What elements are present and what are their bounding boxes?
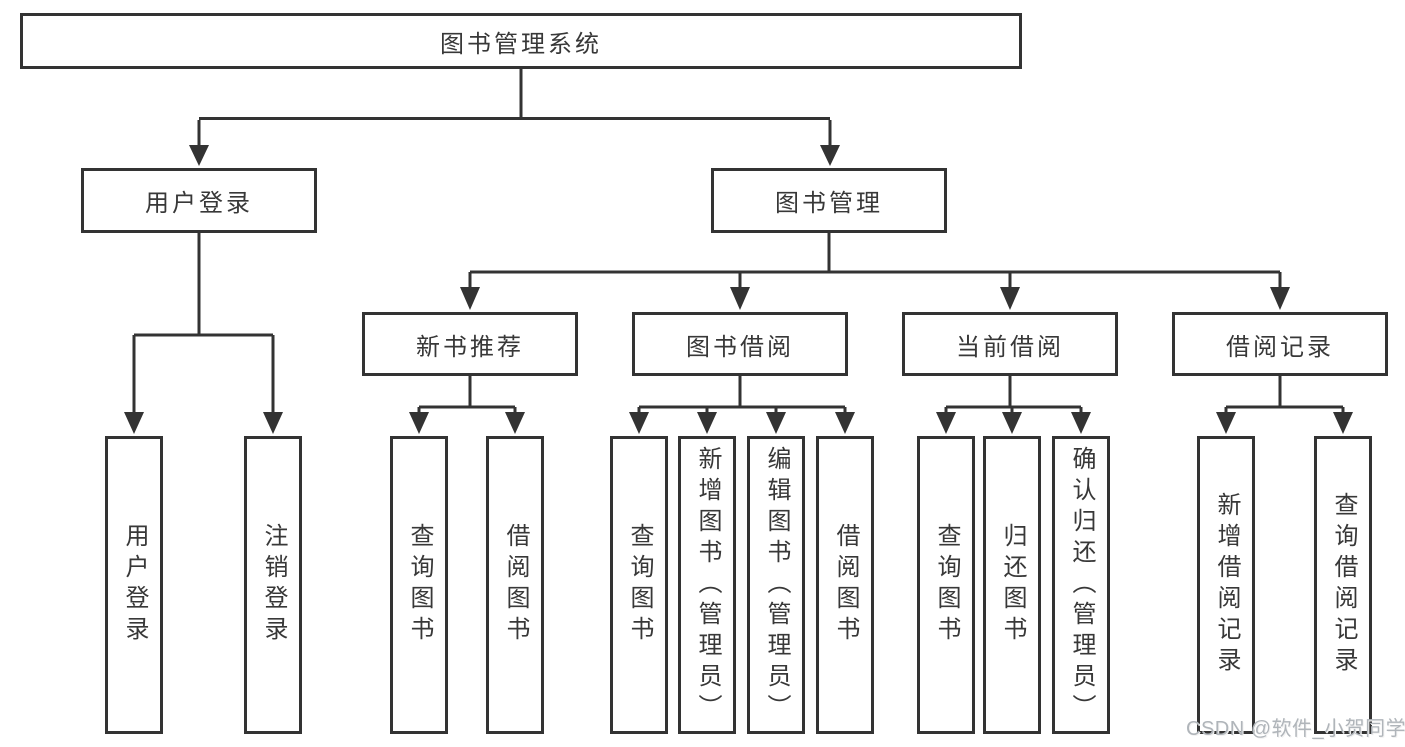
node-label: 查询图书 <box>406 523 433 647</box>
node-new-book-recommend: 新书推荐 <box>362 312 578 376</box>
leaf-add-book-admin: 新增图书（管理员） <box>678 436 736 734</box>
node-label: 图书管理 <box>775 190 883 217</box>
leaf-add-borrow-record: 新增借阅记录 <box>1197 436 1255 734</box>
node-label: 图书管理系统 <box>440 30 602 58</box>
node-label: 新增借阅记录 <box>1213 492 1240 678</box>
node-label: 查询图书 <box>933 523 960 647</box>
node-label: 查询图书 <box>626 523 653 647</box>
node-label: 当前借阅 <box>956 333 1064 361</box>
node-borrow-records: 借阅记录 <box>1172 312 1388 376</box>
node-label: 借阅记录 <box>1226 333 1334 361</box>
node-label: 借阅图书 <box>502 523 529 647</box>
leaf-borrow-books-recommend: 借阅图书 <box>486 436 544 734</box>
node-book-borrow: 图书借阅 <box>632 312 848 376</box>
node-user-login: 用户登录 <box>81 168 317 233</box>
leaf-return-book: 归还图书 <box>983 436 1041 734</box>
leaf-confirm-return-admin: 确认归还（管理员） <box>1052 436 1110 734</box>
watermark: CSDN @软件_小贺同学 <box>1186 718 1405 740</box>
node-label: 图书借阅 <box>686 333 794 361</box>
connector-user-login <box>132 233 275 414</box>
arrowheads <box>124 145 1353 434</box>
leaf-user-login: 用户登录 <box>105 436 163 734</box>
node-label: 新书推荐 <box>416 333 524 361</box>
node-current-borrow: 当前借阅 <box>902 312 1118 376</box>
leaf-edit-book-admin: 编辑图书（管理员） <box>747 436 805 734</box>
node-label: 确认归还（管理员） <box>1068 445 1095 725</box>
node-root: 图书管理系统 <box>20 13 1022 69</box>
connector-book-management <box>468 233 1282 289</box>
leaf-query-borrow-record: 查询借阅记录 <box>1314 436 1372 734</box>
leaf-query-books-current: 查询图书 <box>917 436 975 734</box>
leaf-query-books-borrow: 查询图书 <box>610 436 668 734</box>
connector-book-borrow <box>637 376 847 414</box>
connector-current-borrow <box>944 376 1083 414</box>
node-label: 新增图书（管理员） <box>694 445 721 725</box>
node-label: 借阅图书 <box>832 523 859 647</box>
connector-new-book-recommend <box>417 376 517 414</box>
node-label: 归还图书 <box>999 523 1026 647</box>
connector-borrow-records <box>1224 376 1345 414</box>
node-label: 用户登录 <box>121 523 148 647</box>
connector-root <box>197 69 832 147</box>
node-label: 注销登录 <box>260 523 287 647</box>
node-book-management: 图书管理 <box>711 168 947 233</box>
node-label: 用户登录 <box>145 190 253 217</box>
leaf-borrow-books: 借阅图书 <box>816 436 874 734</box>
node-label: 编辑图书（管理员） <box>763 445 790 725</box>
leaf-query-books-recommend: 查询图书 <box>390 436 448 734</box>
node-label: 查询借阅记录 <box>1330 492 1357 678</box>
leaf-logout: 注销登录 <box>244 436 302 734</box>
